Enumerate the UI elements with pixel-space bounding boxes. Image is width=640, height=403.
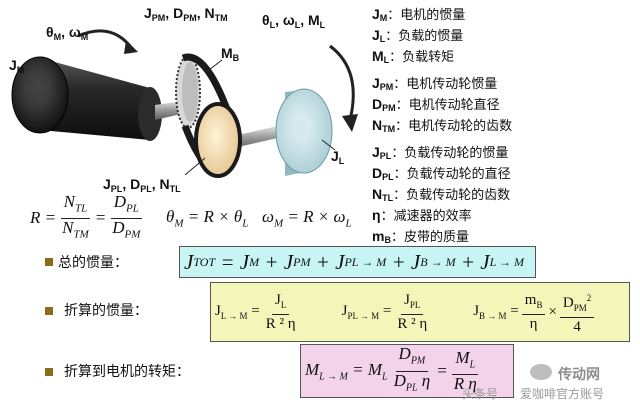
- label-jdn-pm: JPM, DPM, NTM: [144, 5, 228, 23]
- label-j-m: JM: [9, 57, 25, 75]
- bullet-icon: [45, 258, 53, 266]
- legend-desc: ：负载的惯量: [385, 29, 464, 44]
- legend-desc: ：皮带的质量: [390, 230, 469, 245]
- motor-rotation-arrow: [77, 29, 138, 54]
- legend-desc: ：负载传动轮的齿数: [393, 188, 511, 203]
- legend-desc: ：电机的惯量: [387, 8, 466, 23]
- legend-symbol: DPL: [372, 165, 394, 182]
- legend-symbol: NTM: [372, 117, 396, 134]
- legend-row: mB：皮带的质量: [372, 226, 632, 247]
- bullet-icon: [45, 307, 53, 315]
- omega-relation: ωM = R × ωL: [262, 207, 352, 230]
- label-m-b: MB: [221, 45, 240, 63]
- legend-desc: ：减速器的效率: [380, 209, 472, 224]
- legend-symbol: JPL: [372, 144, 392, 161]
- legend-symbol: JL: [372, 27, 386, 44]
- leader-line-mb: [204, 59, 223, 74]
- legend-symbol: JM: [372, 6, 388, 23]
- motor-pulley: [175, 55, 201, 129]
- watermark: 传动网: [490, 362, 638, 402]
- watermark-right: 爱咖啡官方账号: [520, 387, 605, 401]
- legend-symbol: NTL: [372, 186, 394, 203]
- leader-line-jpl: [184, 157, 206, 176]
- legend-desc: ：负载传动轮的惯量: [391, 146, 509, 161]
- legend-row: NTM：电机传动轮的齿数: [372, 115, 632, 136]
- formula-jpl-m: JPL → M =: [341, 303, 392, 321]
- watermark-left: 头条号: [462, 387, 499, 401]
- theta-relation: θM = R × θL: [166, 207, 249, 230]
- legend-row: JM：电机的惯量: [372, 4, 632, 25]
- mechanism-illustration: [11, 29, 358, 178]
- symbol-legend: JM：电机的惯量 JL：负载的惯量 ML：负载转矩 JPM：电机传动轮惯量 DP…: [372, 4, 632, 247]
- bullet-icon: [45, 368, 53, 376]
- legend-symbol: η: [372, 207, 381, 223]
- label-jdn-pl: JPL, DPL, NTL: [103, 176, 181, 194]
- label-j-l: JL: [331, 148, 345, 166]
- load-pulley: [194, 102, 242, 178]
- watermark-brand: 传动网: [558, 367, 600, 383]
- legend-symbol: JPM: [372, 75, 394, 92]
- legend-row: JPM：电机传动轮惯量: [372, 73, 632, 94]
- converted-inertia-label: 折算的惯量：: [64, 303, 148, 319]
- legend-symbol: ML: [372, 48, 390, 65]
- formula-jb-m: JB → M =: [473, 303, 519, 321]
- converted-torque-label: 折算到电机的转矩：: [64, 364, 190, 380]
- legend-row: NTL：负载传动轮的齿数: [372, 184, 632, 205]
- legend-row: JPL：负载传动轮的惯量: [372, 142, 632, 163]
- leader-line-jl: [321, 139, 336, 151]
- label-theta-omega-m: θM, ωM: [46, 24, 89, 42]
- legend-row: η：减速器的效率: [372, 205, 632, 226]
- legend-desc: ：负载转矩: [389, 50, 455, 65]
- load-rotation-arrow: [329, 44, 358, 132]
- legend-row: JL：负载的惯量: [372, 25, 632, 46]
- total-inertia-label: 总的惯量：: [58, 255, 128, 271]
- legend-row: DPM：电机传动轮直径: [372, 94, 632, 115]
- legend-row: DPL：负载传动轮的直径: [372, 163, 632, 184]
- legend-desc: ：电机传动轮直径: [395, 98, 500, 113]
- legend-desc: ：电机传动轮惯量: [393, 77, 498, 92]
- legend-desc: ：电机传动轮的齿数: [395, 119, 513, 134]
- label-theta-omega-ml: θL, ωL, ML: [262, 12, 326, 30]
- motor: [11, 56, 162, 141]
- formula-jl-m: JL → M =: [215, 303, 260, 321]
- wechat-icon: [530, 364, 552, 380]
- legend-desc: ：负载传动轮的直径: [393, 167, 511, 182]
- legend-symbol: mB: [372, 228, 391, 245]
- load-disc: [275, 88, 333, 176]
- legend-row: ML：负载转矩: [372, 46, 632, 67]
- legend-symbol: DPM: [372, 96, 396, 113]
